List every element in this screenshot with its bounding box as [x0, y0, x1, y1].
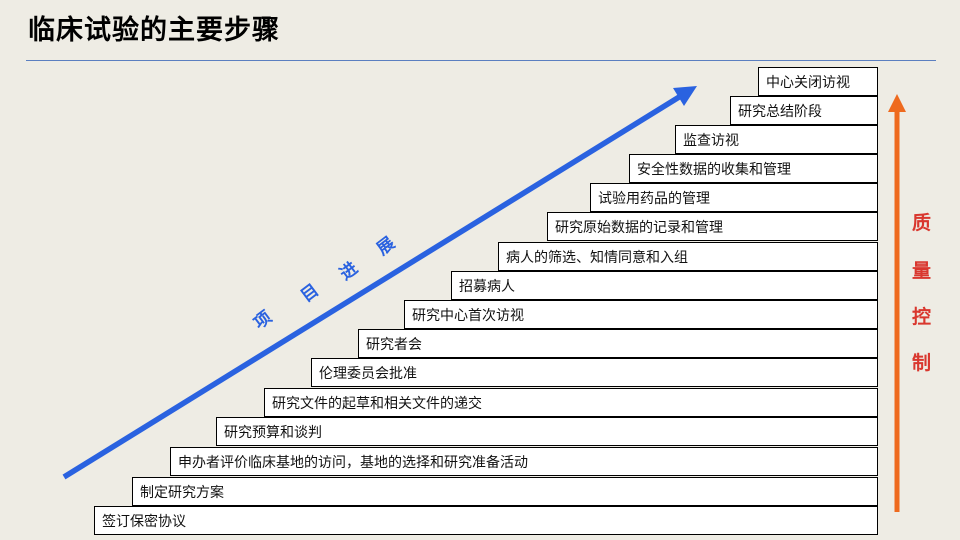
- step-label: 申办者评价临床基地的访问，基地的选择和研究准备活动: [178, 454, 528, 471]
- step-label: 病人的筛选、知情同意和入组: [506, 249, 688, 266]
- title-divider: [26, 60, 936, 61]
- step-label: 制定研究方案: [140, 484, 224, 501]
- step-2: 制定研究方案: [132, 477, 878, 506]
- step-label: 签订保密协议: [102, 513, 186, 530]
- step-14: 监查访视: [675, 125, 878, 154]
- step-1: 签订保密协议: [94, 506, 878, 535]
- step-4: 研究预算和谈判: [216, 417, 878, 446]
- progress-arrow: [62, 86, 697, 480]
- step-label: 研究预算和谈判: [224, 424, 322, 441]
- step-11: 研究原始数据的记录和管理: [547, 212, 878, 241]
- step-label: 研究总结阶段: [738, 103, 822, 120]
- step-6: 伦理委员会批准: [311, 358, 878, 387]
- step-label: 安全性数据的收集和管理: [637, 161, 791, 178]
- step-12: 试验用药品的管理: [590, 183, 878, 212]
- page-title: 临床试验的主要步骤: [28, 15, 280, 46]
- step-15: 研究总结阶段: [730, 96, 878, 125]
- step-5: 研究文件的起草和相关文件的递交: [264, 388, 878, 417]
- step-label: 试验用药品的管理: [598, 190, 710, 207]
- quality-arrow: [888, 94, 906, 512]
- step-label: 研究中心首次访视: [412, 307, 524, 324]
- step-3: 申办者评价临床基地的访问，基地的选择和研究准备活动: [170, 447, 878, 476]
- quality-label-char: 质: [912, 212, 932, 234]
- step-label: 伦理委员会批准: [319, 365, 417, 382]
- step-9: 招募病人: [451, 271, 878, 300]
- quality-label-char: 控: [912, 306, 932, 328]
- step-label: 研究者会: [366, 336, 422, 353]
- quality-label-char: 制: [912, 352, 932, 374]
- step-16: 中心关闭访视: [758, 67, 878, 96]
- step-label: 研究原始数据的记录和管理: [555, 219, 723, 236]
- step-label: 研究文件的起草和相关文件的递交: [272, 395, 482, 412]
- quality-label-char: 量: [912, 260, 932, 282]
- step-10: 病人的筛选、知情同意和入组: [498, 242, 878, 271]
- step-7: 研究者会: [358, 329, 878, 358]
- step-label: 招募病人: [459, 278, 515, 295]
- step-8: 研究中心首次访视: [404, 300, 878, 329]
- step-label: 监查访视: [683, 132, 739, 149]
- step-13: 安全性数据的收集和管理: [629, 154, 878, 183]
- step-label: 中心关闭访视: [766, 74, 850, 91]
